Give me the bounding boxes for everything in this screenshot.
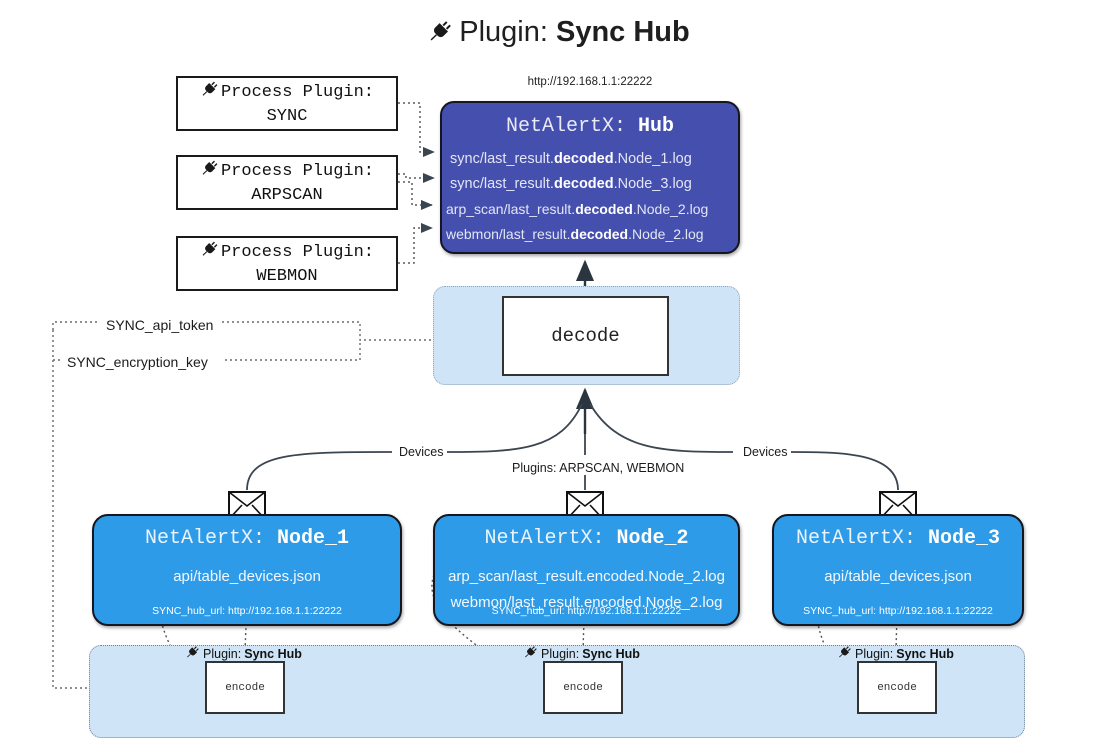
encode-plugin-prefix: Plugin: [541, 647, 580, 661]
edge-label-devices-right: Devices [739, 445, 792, 459]
process-plugin-title: Process Plugin: [220, 162, 375, 182]
encode-box[interactable]: encode [205, 661, 285, 714]
plug-icon [200, 240, 219, 266]
encode-plugin-prefix: Plugin: [203, 647, 242, 661]
node-title: NetAlertX: Node_2 [484, 527, 689, 550]
plug-icon [200, 80, 219, 106]
encode-plugin-label: Plugin: Sync Hub [837, 645, 954, 663]
node-box-node-1[interactable]: NetAlertX: Node_1 api/table_devices.json… [92, 514, 402, 626]
node-line: api/table_devices.json [824, 568, 972, 585]
node-footer: SYNC_hub_url: http://192.168.1.1:22222 [803, 605, 993, 617]
process-plugin-box-arpscan[interactable]: Process Plugin: ARPSCAN [176, 155, 398, 210]
edge-label-devices-left: Devices [395, 445, 448, 459]
node-body: api/table_devices.json [774, 564, 1022, 590]
node-footer: SYNC_hub_url: http://192.168.1.1:22222 [491, 605, 682, 617]
node-title: NetAlertX: Node_1 [144, 527, 350, 550]
plug-icon [185, 645, 200, 663]
process-plugin-name: SYNC [266, 107, 308, 126]
plug-icon [200, 159, 219, 185]
node-line: api/table_devices.json [173, 568, 321, 585]
node-line: arp_scan/last_result.encoded.Node_2.log [448, 568, 725, 585]
encode-plugin-name: Sync Hub [582, 647, 640, 661]
node-title: NetAlertX: Node_3 [795, 527, 1001, 550]
plug-icon [837, 645, 852, 663]
node-box-node-3[interactable]: NetAlertX: Node_3 api/table_devices.json… [772, 514, 1024, 626]
sync-encryption-key-label: SYNC_encryption_key [62, 354, 213, 370]
encode-plugin-name: Sync Hub [896, 647, 954, 661]
decode-box[interactable]: decode [502, 296, 669, 376]
hub-log-row: sync/last_result.decoded.Node_3.log [450, 176, 692, 192]
node-footer: SYNC_hub_url: http://192.168.1.1:22222 [152, 605, 342, 617]
page-title: Plugin: Sync Hub [0, 16, 1117, 53]
node-body: api/table_devices.json [94, 564, 400, 590]
edge-label-plugins-center: Plugins: ARPSCAN, WEBMON [508, 461, 689, 475]
plug-icon [427, 19, 453, 53]
process-plugin-box-webmon[interactable]: Process Plugin: WEBMON [176, 236, 398, 291]
process-plugin-name: WEBMON [256, 267, 318, 286]
hub-log-row: sync/last_result.decoded.Node_1.log [450, 151, 692, 167]
encode-plugin-label: Plugin: Sync Hub [185, 645, 302, 663]
process-plugin-title: Process Plugin: [220, 243, 375, 263]
encode-box[interactable]: encode [543, 661, 623, 714]
page-title-prefix: Plugin: [459, 16, 548, 48]
node-line: webmon/last_result.encoded.Node_2.log [450, 594, 723, 611]
process-plugin-name: ARPSCAN [251, 186, 323, 205]
encode-plugin-prefix: Plugin: [855, 647, 894, 661]
encode-box[interactable]: encode [857, 661, 937, 714]
hub-log-row: webmon/last_result.decoded.Node_2.log [446, 226, 704, 242]
page-title-name: Sync Hub [555, 16, 690, 48]
process-plugin-box-sync[interactable]: Process Plugin: SYNC [176, 76, 398, 131]
hub-node[interactable]: NetAlertX: Hub sync/last_result.decoded.… [440, 101, 740, 254]
hub-url-label: http://192.168.1.1:22222 [527, 76, 653, 88]
hub-log-row: arp_scan/last_result.decoded.Node_2.log [446, 201, 709, 217]
process-plugin-title: Process Plugin: [220, 83, 375, 103]
hub-log-list: sync/last_result.decoded.Node_1.log sync… [442, 147, 738, 247]
encode-plugin-name: Sync Hub [244, 647, 302, 661]
plug-icon [523, 645, 538, 663]
encode-plugin-label: Plugin: Sync Hub [523, 645, 640, 663]
sync-api-token-label: SYNC_api_token [101, 317, 219, 333]
node-box-node-2[interactable]: NetAlertX: Node_2 arp_scan/last_result.e… [433, 514, 740, 626]
hub-title: NetAlertX: Hub [505, 115, 675, 138]
node-body: arp_scan/last_result.encoded.Node_2.log … [435, 564, 738, 616]
